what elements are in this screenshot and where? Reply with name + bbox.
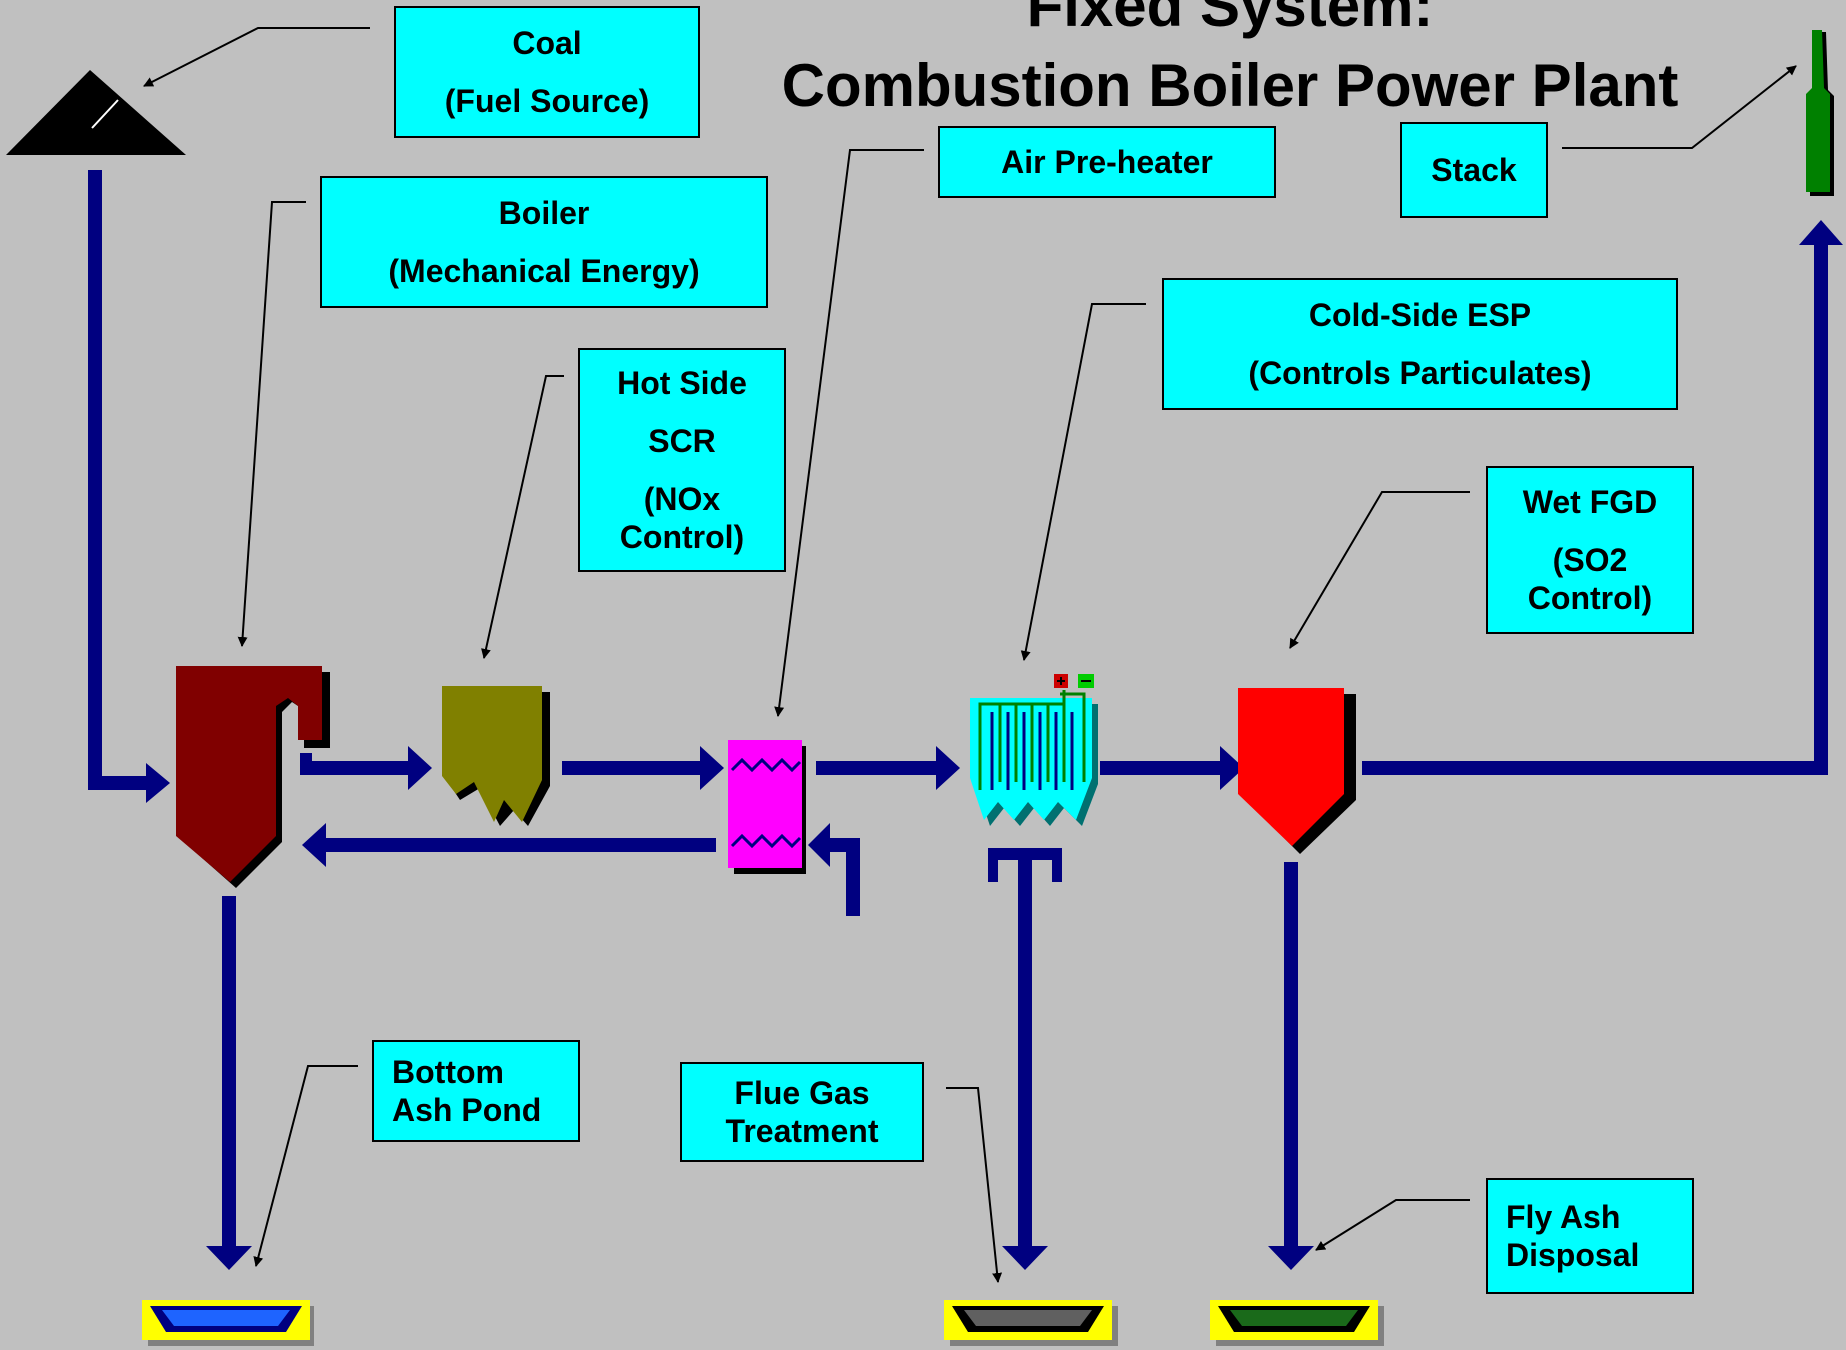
title-line-1: Fixed System: (1026, 0, 1434, 39)
leader-flue-gas (946, 1087, 1003, 1283)
arrowhead-stack-in (1799, 220, 1843, 245)
flow-bottom-ash (222, 896, 236, 1248)
arrowhead-bottom-ash-pond (206, 1246, 252, 1270)
flow-up-to-stack (1814, 245, 1828, 775)
label-flue-gas-line1: Flue Gas (734, 1075, 870, 1111)
label-bottom-ash-line1: Bottom (392, 1054, 504, 1090)
label-boiler-line1: Boiler (498, 195, 590, 231)
leader-boiler (237, 201, 306, 647)
label-scr-line1: Hot Side (617, 365, 747, 401)
flue-gas-pond-icon (944, 1300, 1118, 1346)
flow-esp-to-fgd (1100, 761, 1222, 775)
flow-esp-down (1018, 860, 1032, 1248)
label-fgd-line1: Wet FGD (1522, 484, 1658, 520)
flow-fgd-to-stack (1362, 761, 1828, 775)
flow-esp-hopper-left (988, 848, 998, 882)
arrowhead-aph-air-in (808, 823, 830, 867)
label-flue-gas: Flue Gas Treatment (680, 1062, 924, 1162)
flow-esp-hopper-right (1052, 848, 1062, 882)
label-fly-ash: Fly Ash Disposal (1486, 1178, 1694, 1294)
label-fly-ash-line1: Fly Ash (1506, 1199, 1621, 1235)
label-esp-line1: Cold-Side ESP (1308, 297, 1532, 333)
flow-lines (88, 170, 1843, 1270)
label-stack-line1: Stack (1431, 152, 1517, 188)
label-fly-ash-line2: Disposal (1506, 1237, 1640, 1273)
leader-scr (481, 375, 564, 659)
fgd-icon (1238, 688, 1356, 854)
title-line-2: Combustion Boiler Power Plant (781, 52, 1679, 119)
flow-ambient-air-left (826, 838, 860, 852)
leader-bottom-ash (253, 1065, 358, 1267)
arrowhead-flue-gas-pond (1002, 1246, 1048, 1270)
label-fgd: Wet FGD (SO2 Control) (1486, 466, 1694, 634)
label-coal: Coal (Fuel Source) (394, 6, 700, 138)
leader-esp (1020, 303, 1146, 661)
leader-fly-ash (1315, 1199, 1470, 1251)
label-scr-line2: SCR (648, 423, 716, 459)
label-boiler-line2: (Mechanical Energy) (388, 253, 700, 289)
label-coal-line2: (Fuel Source) (444, 83, 650, 119)
label-scr-line3: (NOx (643, 481, 721, 517)
flow-ambient-air-up (846, 838, 860, 916)
callout-leaders (143, 27, 1797, 1283)
leader-fgd (1289, 491, 1470, 649)
flow-aph-to-esp (816, 761, 938, 775)
flow-coal-down (88, 170, 102, 790)
coal-pile-icon (6, 70, 186, 155)
label-boiler: Boiler (Mechanical Energy) (320, 176, 768, 308)
label-air-preheater-line1: Air Pre-heater (1001, 144, 1213, 180)
scr-icon (442, 686, 550, 826)
arrowhead-boiler-air-in (302, 823, 326, 867)
flow-coal-to-boiler (88, 776, 148, 790)
arrowhead-esp-in (936, 746, 960, 790)
esp-icon (970, 674, 1098, 826)
arrowhead-boiler-in (146, 763, 170, 803)
flow-boiler-to-scr (300, 761, 410, 775)
label-air-preheater: Air Pre-heater (938, 126, 1276, 198)
label-bottom-ash-line2: Ash Pond (392, 1092, 542, 1128)
label-scr-line4: Control) (619, 519, 745, 555)
arrowhead-fgd-in (1220, 746, 1244, 790)
fly-ash-pond-icon (1210, 1300, 1384, 1346)
arrowhead-scr-in (408, 746, 432, 790)
stack-icon (1806, 30, 1834, 196)
boiler-icon (176, 666, 330, 888)
leader-stack (1562, 65, 1797, 149)
label-coal-line1: Coal (512, 25, 582, 61)
label-bottom-ash: Bottom Ash Pond (372, 1040, 580, 1142)
arrowhead-aph-in (700, 746, 724, 790)
flow-air-return (324, 838, 716, 852)
label-fgd-line2: (SO2 (1552, 542, 1628, 578)
label-scr: Hot Side SCR (NOx Control) (578, 348, 786, 572)
arrowhead-fly-ash-pond (1268, 1246, 1314, 1270)
flow-scr-to-aph (562, 761, 702, 775)
diagram-title: Fixed System: Combustion Boiler Power Pl… (700, 0, 1760, 126)
bottom-ash-pond-icon (142, 1300, 314, 1346)
label-esp-line2: (Controls Particulates) (1248, 355, 1592, 391)
label-flue-gas-line2: Treatment (725, 1113, 879, 1149)
leader-coal (143, 27, 370, 87)
label-fgd-line3: Control) (1527, 580, 1653, 616)
flow-fgd-down (1284, 862, 1298, 1248)
leader-air-preheater (774, 149, 924, 717)
label-esp: Cold-Side ESP (Controls Particulates) (1162, 278, 1678, 410)
air-preheater-icon (728, 740, 806, 874)
label-stack: Stack (1400, 122, 1548, 218)
